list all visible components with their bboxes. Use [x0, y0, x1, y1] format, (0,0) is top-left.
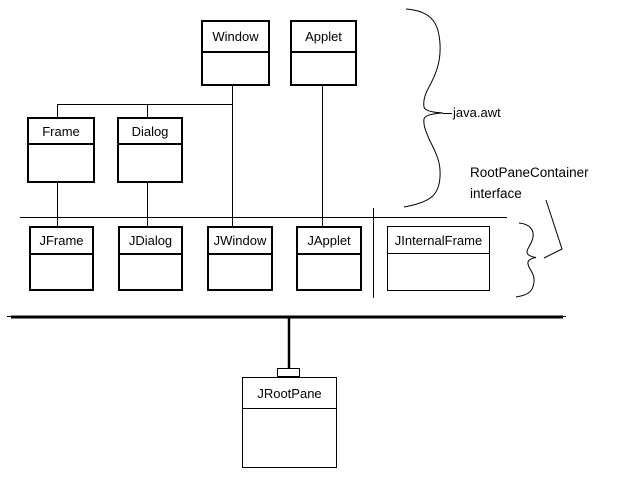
class-title-japplet: JApplet [298, 228, 360, 255]
class-box-jframe: JFrame [29, 226, 94, 291]
rootpane-brace [515, 222, 537, 298]
class-title-jwindow: JWindow [209, 228, 271, 255]
class-title-jdialog: JDialog [120, 228, 181, 255]
class-box-dialog: Dialog [117, 117, 183, 183]
class-box-japplet: JApplet [296, 226, 362, 291]
class-title-dialog: Dialog [119, 119, 181, 145]
class-box-jdialog: JDialog [118, 226, 183, 291]
class-title-window: Window [203, 22, 268, 53]
class-box-frame: Frame [27, 117, 95, 183]
class-box-jwindow: JWindow [207, 226, 273, 291]
class-box-jrootpane: JRootPane [242, 377, 337, 468]
rootpane-container-label-line2: interface [470, 186, 522, 201]
rootpane-container-label: RootPaneContainer interface [470, 162, 589, 204]
class-title-applet: Applet [292, 22, 355, 53]
class-box-applet: Applet [290, 20, 357, 86]
jrootpane-aggregation-connector [277, 368, 300, 377]
java-awt-brace [403, 8, 444, 208]
class-title-jframe: JFrame [31, 228, 92, 255]
rootpane-container-label-line1: RootPaneContainer [470, 165, 589, 180]
class-title-frame: Frame [29, 119, 93, 145]
class-title-jrootpane: JRootPane [243, 378, 336, 409]
class-title-jinternalframe: JInternalFrame [388, 227, 489, 254]
class-box-jinternalframe: JInternalFrame [387, 226, 490, 291]
interface-pointer-line [543, 199, 563, 259]
java-awt-label: java.awt [453, 105, 501, 120]
class-box-window: Window [201, 20, 270, 86]
